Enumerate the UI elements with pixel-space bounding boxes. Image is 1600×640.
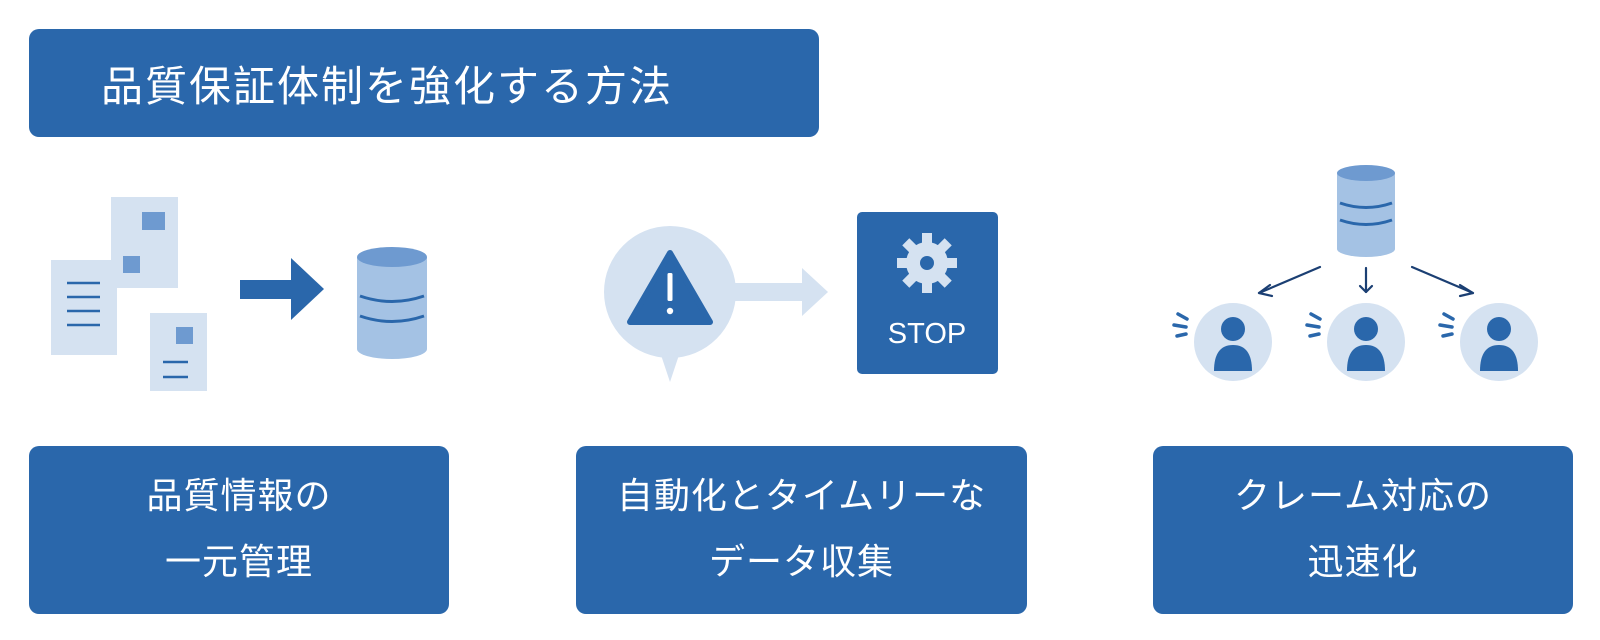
stop-label: STOP [888, 318, 966, 350]
database-icon [1337, 165, 1395, 257]
label-line: データ収集 [708, 542, 894, 583]
document-icon [51, 260, 117, 355]
stop-gear-icon: STOP [857, 212, 998, 374]
distribution-arrows [1257, 265, 1475, 298]
label-line: 自動化とタイムリーな [616, 476, 987, 517]
label-line: 品質情報の [146, 476, 332, 517]
label-line: クレーム対応の [1234, 476, 1492, 517]
database-icon [357, 247, 427, 359]
user-icon [1172, 303, 1272, 381]
arrow-right-icon [240, 258, 324, 320]
label-box-claim-response: クレーム対応の 迅速化 [1153, 446, 1573, 614]
warning-bubble-icon [604, 226, 736, 382]
label-line: 迅速化 [1307, 542, 1419, 583]
arrow-right-icon [730, 268, 828, 316]
label-box-quality-info: 品質情報の 一元管理 [29, 446, 449, 614]
label-box-data-collection: 自動化とタイムリーな データ収集 [576, 446, 1027, 614]
document-icon [150, 313, 207, 391]
user-icon [1438, 303, 1538, 381]
user-icon [1305, 303, 1405, 381]
title-banner: 品質保証体制を強化する方法 [29, 29, 819, 137]
label-line: 一元管理 [164, 542, 313, 583]
page-title: 品質保証体制を強化する方法 [101, 61, 674, 111]
document-icon [111, 197, 178, 288]
documents-group [51, 197, 207, 391]
